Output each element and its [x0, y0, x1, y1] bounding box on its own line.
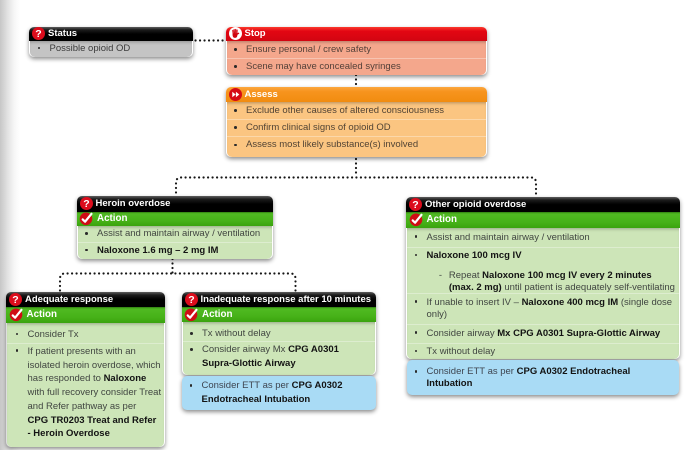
- svg-text:?: ?: [188, 294, 194, 306]
- svg-text:?: ?: [35, 28, 41, 40]
- svg-text:?: ?: [12, 294, 18, 306]
- svg-text:?: ?: [83, 198, 89, 210]
- svg-text:?: ?: [412, 199, 418, 211]
